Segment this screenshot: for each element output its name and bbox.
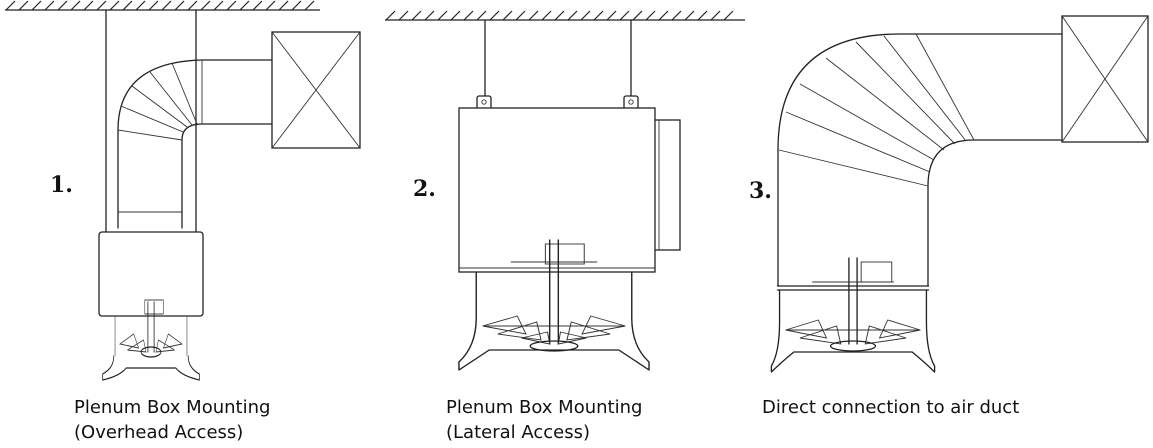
- panel-overhead-access: 1. Plenum Box Mounting (Overhead Access): [5, 0, 361, 443]
- ceiling-hatch: [226, 0, 237, 11]
- ceiling-hatch: [424, 10, 435, 21]
- ceiling-hatch: [265, 0, 276, 11]
- panel-direct-duct: 3. Direct connection to air duct: [749, 15, 1149, 418]
- diagram-caption-line1: Plenum Box Mounting: [74, 397, 270, 418]
- ceiling-hatch: [187, 0, 198, 11]
- ceiling-hatch: [658, 10, 669, 21]
- ceiling-hatch: [645, 10, 656, 21]
- ceiling-hatch: [96, 0, 107, 11]
- ceiling-hatch: [671, 10, 682, 21]
- ceiling-hatch: [567, 10, 578, 21]
- ceiling-hatch: [502, 10, 513, 21]
- ceiling-hatch: [450, 10, 461, 21]
- ceiling-hatch: [489, 10, 500, 21]
- ceiling-hatch: [723, 10, 734, 21]
- ceiling-hatch: [541, 10, 552, 21]
- diagram-caption-line1: Plenum Box Mounting: [446, 397, 642, 418]
- ceiling-hatch: [476, 10, 487, 21]
- ceiling-hatch: [304, 0, 315, 11]
- ceiling-hatch: [385, 10, 396, 21]
- ceiling-hatch: [135, 0, 146, 11]
- ceiling-hatch: [593, 10, 604, 21]
- ceiling-hatch: [437, 10, 448, 21]
- ceiling-hatch: [606, 10, 617, 21]
- fan-unit-1: [102, 299, 200, 381]
- diagram-number: 2.: [413, 176, 436, 202]
- ceiling-1: [5, 0, 320, 11]
- ceiling-hatch: [463, 10, 474, 21]
- diagram-number: 1.: [50, 172, 73, 198]
- ceiling-hatch: [239, 0, 250, 11]
- ceiling-hatch: [57, 0, 68, 11]
- ceiling-hatch: [411, 10, 422, 21]
- ceiling-hatch: [619, 10, 630, 21]
- panel-lateral-access: 2. Plenum Box Mounting (Lateral Access): [385, 10, 745, 443]
- ceiling-hatch: [161, 0, 172, 11]
- ceiling-hatch: [148, 0, 159, 11]
- plenum-box-1: [98, 231, 204, 317]
- ceiling-hatch: [31, 0, 42, 11]
- ceiling-hatch: [528, 10, 539, 21]
- ceiling-hatch: [200, 0, 211, 11]
- diagram-caption-line2: (Overhead Access): [74, 422, 243, 443]
- ceiling-hatch: [44, 0, 55, 11]
- ceiling-hatch: [70, 0, 81, 11]
- ceiling-hatch: [632, 10, 643, 21]
- air-register-3: [1061, 15, 1149, 143]
- ceiling-2: [385, 10, 745, 21]
- ceiling-hatch: [109, 0, 120, 11]
- fan-unit-2: [458, 239, 650, 371]
- ceiling-hatch: [5, 0, 16, 11]
- ceiling-hatch: [213, 0, 224, 11]
- ceiling-hatch: [697, 10, 708, 21]
- ceiling-hatch: [18, 0, 29, 11]
- duct-elbow-3: [777, 33, 1063, 287]
- ceiling-hatch: [122, 0, 133, 11]
- ceiling-hatch: [515, 10, 526, 21]
- fan-unit-3: [770, 257, 936, 373]
- ceiling-hatch: [291, 0, 302, 11]
- diagram-number: 3.: [749, 178, 772, 204]
- duct-elbow-1: [117, 59, 273, 229]
- diagram-caption-line1: Direct connection to air duct: [762, 397, 1019, 418]
- ceiling-hatch: [252, 0, 263, 11]
- air-register-1: [271, 31, 361, 149]
- ceiling-hatch: [580, 10, 591, 21]
- ceiling-hatch: [174, 0, 185, 11]
- ceiling-hatch: [83, 0, 94, 11]
- ceiling-hatch: [398, 10, 409, 21]
- plenum-box-2: [458, 107, 656, 273]
- side-outlet: [653, 119, 681, 251]
- diagram-caption-line2: (Lateral Access): [446, 422, 590, 443]
- ceiling-hatch: [278, 0, 289, 11]
- ceiling-hatch: [710, 10, 721, 21]
- ceiling-hatch: [554, 10, 565, 21]
- ceiling-hatch: [684, 10, 695, 21]
